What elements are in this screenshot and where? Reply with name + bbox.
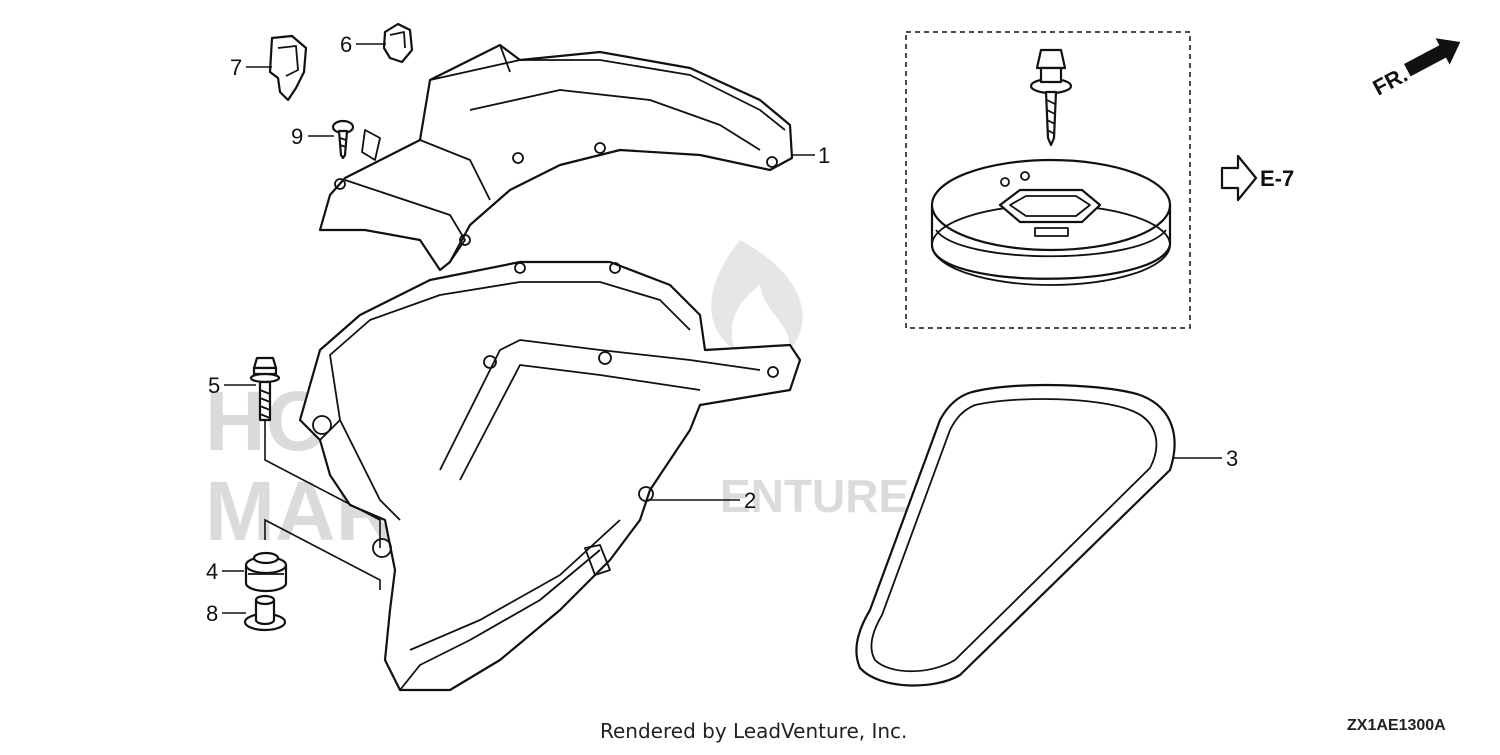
- reference-arrow-icon: [1220, 154, 1258, 202]
- callout-9[interactable]: 9: [291, 124, 303, 149]
- reference-label: E-7: [1260, 166, 1294, 191]
- part-7-clamp[interactable]: [268, 34, 308, 102]
- pulley-assembly-box: [905, 31, 1191, 329]
- callout-4[interactable]: 4: [206, 559, 218, 584]
- callout-1[interactable]: 1: [818, 143, 830, 168]
- callouts: 1 2 3 4 5 6 7 8 9: [206, 32, 1238, 626]
- part-4-grommet[interactable]: [244, 551, 288, 593]
- watermark-line-3: ENTURE: [720, 470, 909, 522]
- part-2-lower-cover[interactable]: [298, 260, 802, 692]
- part-9-screw[interactable]: [331, 119, 355, 160]
- footer-credit: Rendered by LeadVenture, Inc.: [600, 719, 907, 743]
- direction-label: FR.: [1369, 62, 1412, 101]
- front-direction: FR.: [1369, 38, 1461, 101]
- reference-e7[interactable]: E-7: [1220, 154, 1294, 202]
- part-5-bolt[interactable]: [249, 356, 281, 422]
- part-3-belt[interactable]: [855, 383, 1176, 687]
- callout-5[interactable]: 5: [208, 373, 220, 398]
- callout-7[interactable]: 7: [230, 55, 242, 80]
- front-arrow-icon: [1404, 38, 1461, 77]
- part-1-upper-cover[interactable]: [318, 43, 794, 272]
- callout-3[interactable]: 3: [1226, 446, 1238, 471]
- part-8-collar[interactable]: [243, 594, 287, 632]
- callout-6[interactable]: 6: [340, 32, 352, 57]
- diagram-code: ZX1AE1300A: [1347, 717, 1446, 734]
- assembly-lines: [264, 420, 381, 590]
- callout-2[interactable]: 2: [744, 488, 756, 513]
- part-6-clip[interactable]: [382, 22, 414, 64]
- pulley-bolt: [1029, 48, 1073, 147]
- pulley: [930, 158, 1172, 286]
- pulley-assembly[interactable]: [905, 31, 1191, 329]
- callout-8[interactable]: 8: [206, 601, 218, 626]
- watermark-flame-icon: [711, 240, 803, 350]
